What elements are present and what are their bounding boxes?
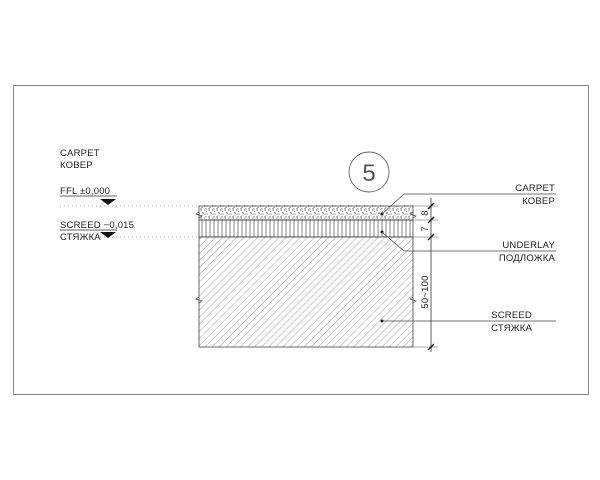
ffl-level-marker: [60, 195, 117, 205]
underlay-layer: [198, 219, 414, 238]
drawing-frame: [13, 85, 589, 395]
right-carpet-ru-label: КОВЕР: [522, 196, 555, 207]
dim-screed-text: 50~100: [420, 275, 431, 308]
break-mark-left-screed: [195, 296, 203, 304]
ffl-level-label: FFL ±0,000: [60, 186, 110, 197]
dim-carpet-text: 8: [420, 210, 431, 215]
dimension-chain: [413, 198, 438, 352]
break-mark-left: [195, 211, 203, 219]
right-underlay-ru-label: ПОДЛОЖКА: [499, 253, 556, 264]
detail-number: 5: [362, 160, 375, 187]
detail-marker: [348, 151, 390, 193]
screed-level-marker: [60, 229, 117, 238]
break-mark-right-screed: [409, 296, 417, 304]
leader-carpet: [380, 193, 556, 216]
leader-screed: [380, 319, 556, 323]
right-screed-label: SCREED: [491, 310, 532, 321]
right-carpet-label: CARPET: [515, 183, 555, 194]
dim-underlay-text: 7: [420, 226, 431, 231]
leader-underlay: [380, 230, 556, 252]
left-carpet-ru-label: КОВЕР: [60, 160, 93, 171]
left-carpet-label: CARPET: [60, 148, 100, 159]
screed-ru-level-label: СТЯЖКА: [60, 232, 101, 243]
screed-level-label: SCREED −0,015: [60, 220, 134, 231]
screed-layer: [198, 236, 414, 348]
right-underlay-label: UNDERLAY: [502, 240, 555, 251]
right-screed-ru-label: СТЯЖКА: [491, 323, 532, 334]
break-mark-right: [409, 211, 417, 219]
